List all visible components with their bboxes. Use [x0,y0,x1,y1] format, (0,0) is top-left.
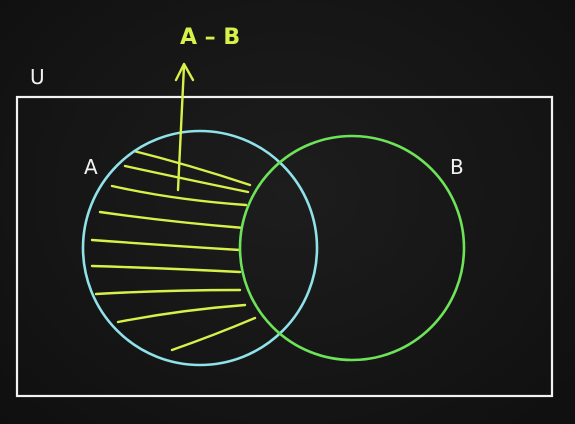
set-b-label: B [450,155,464,179]
universe-rectangle [15,95,554,398]
set-b-circle [238,134,466,362]
universe-label: U [30,65,45,89]
set-a-circle [81,129,319,367]
annotation-label: A – B [180,25,240,50]
annotation-arrow [174,62,195,192]
set-a-label: A [84,155,98,179]
a-minus-b-hatching [90,148,257,352]
